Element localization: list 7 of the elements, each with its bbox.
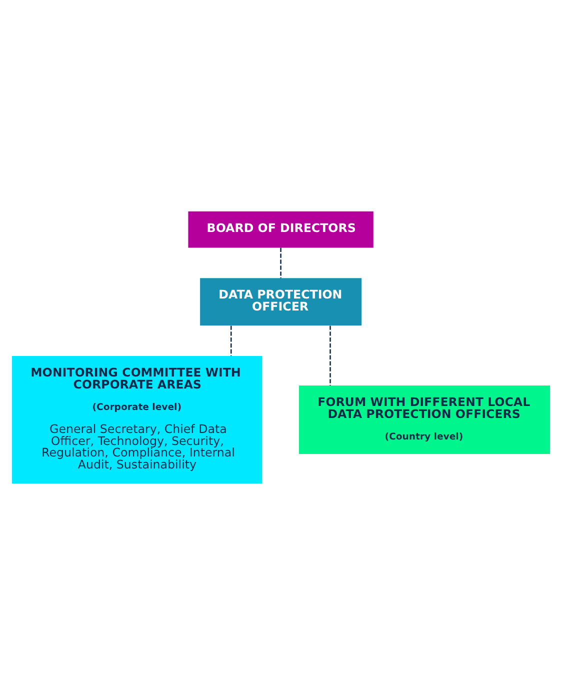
node-box: MONITORING COMMITTEE WITH CORPORATE AREAS (Corporate level) General Secretary, Chief Data Officer, Technology, Security, Regulation, Compliance, Internal Audit, Sustainability xyxy=(12,355,262,484)
connector xyxy=(330,325,331,385)
node-box: DATA PROTECTION OFFICER xyxy=(200,278,362,326)
node-box: FORUM WITH DIFFERENT LOCAL DATA PROTECTION OFFICERS (Country level) xyxy=(298,385,550,454)
node-box: BOARD OF DIRECTORS xyxy=(188,210,374,248)
connector xyxy=(230,325,232,356)
connector xyxy=(280,247,282,278)
